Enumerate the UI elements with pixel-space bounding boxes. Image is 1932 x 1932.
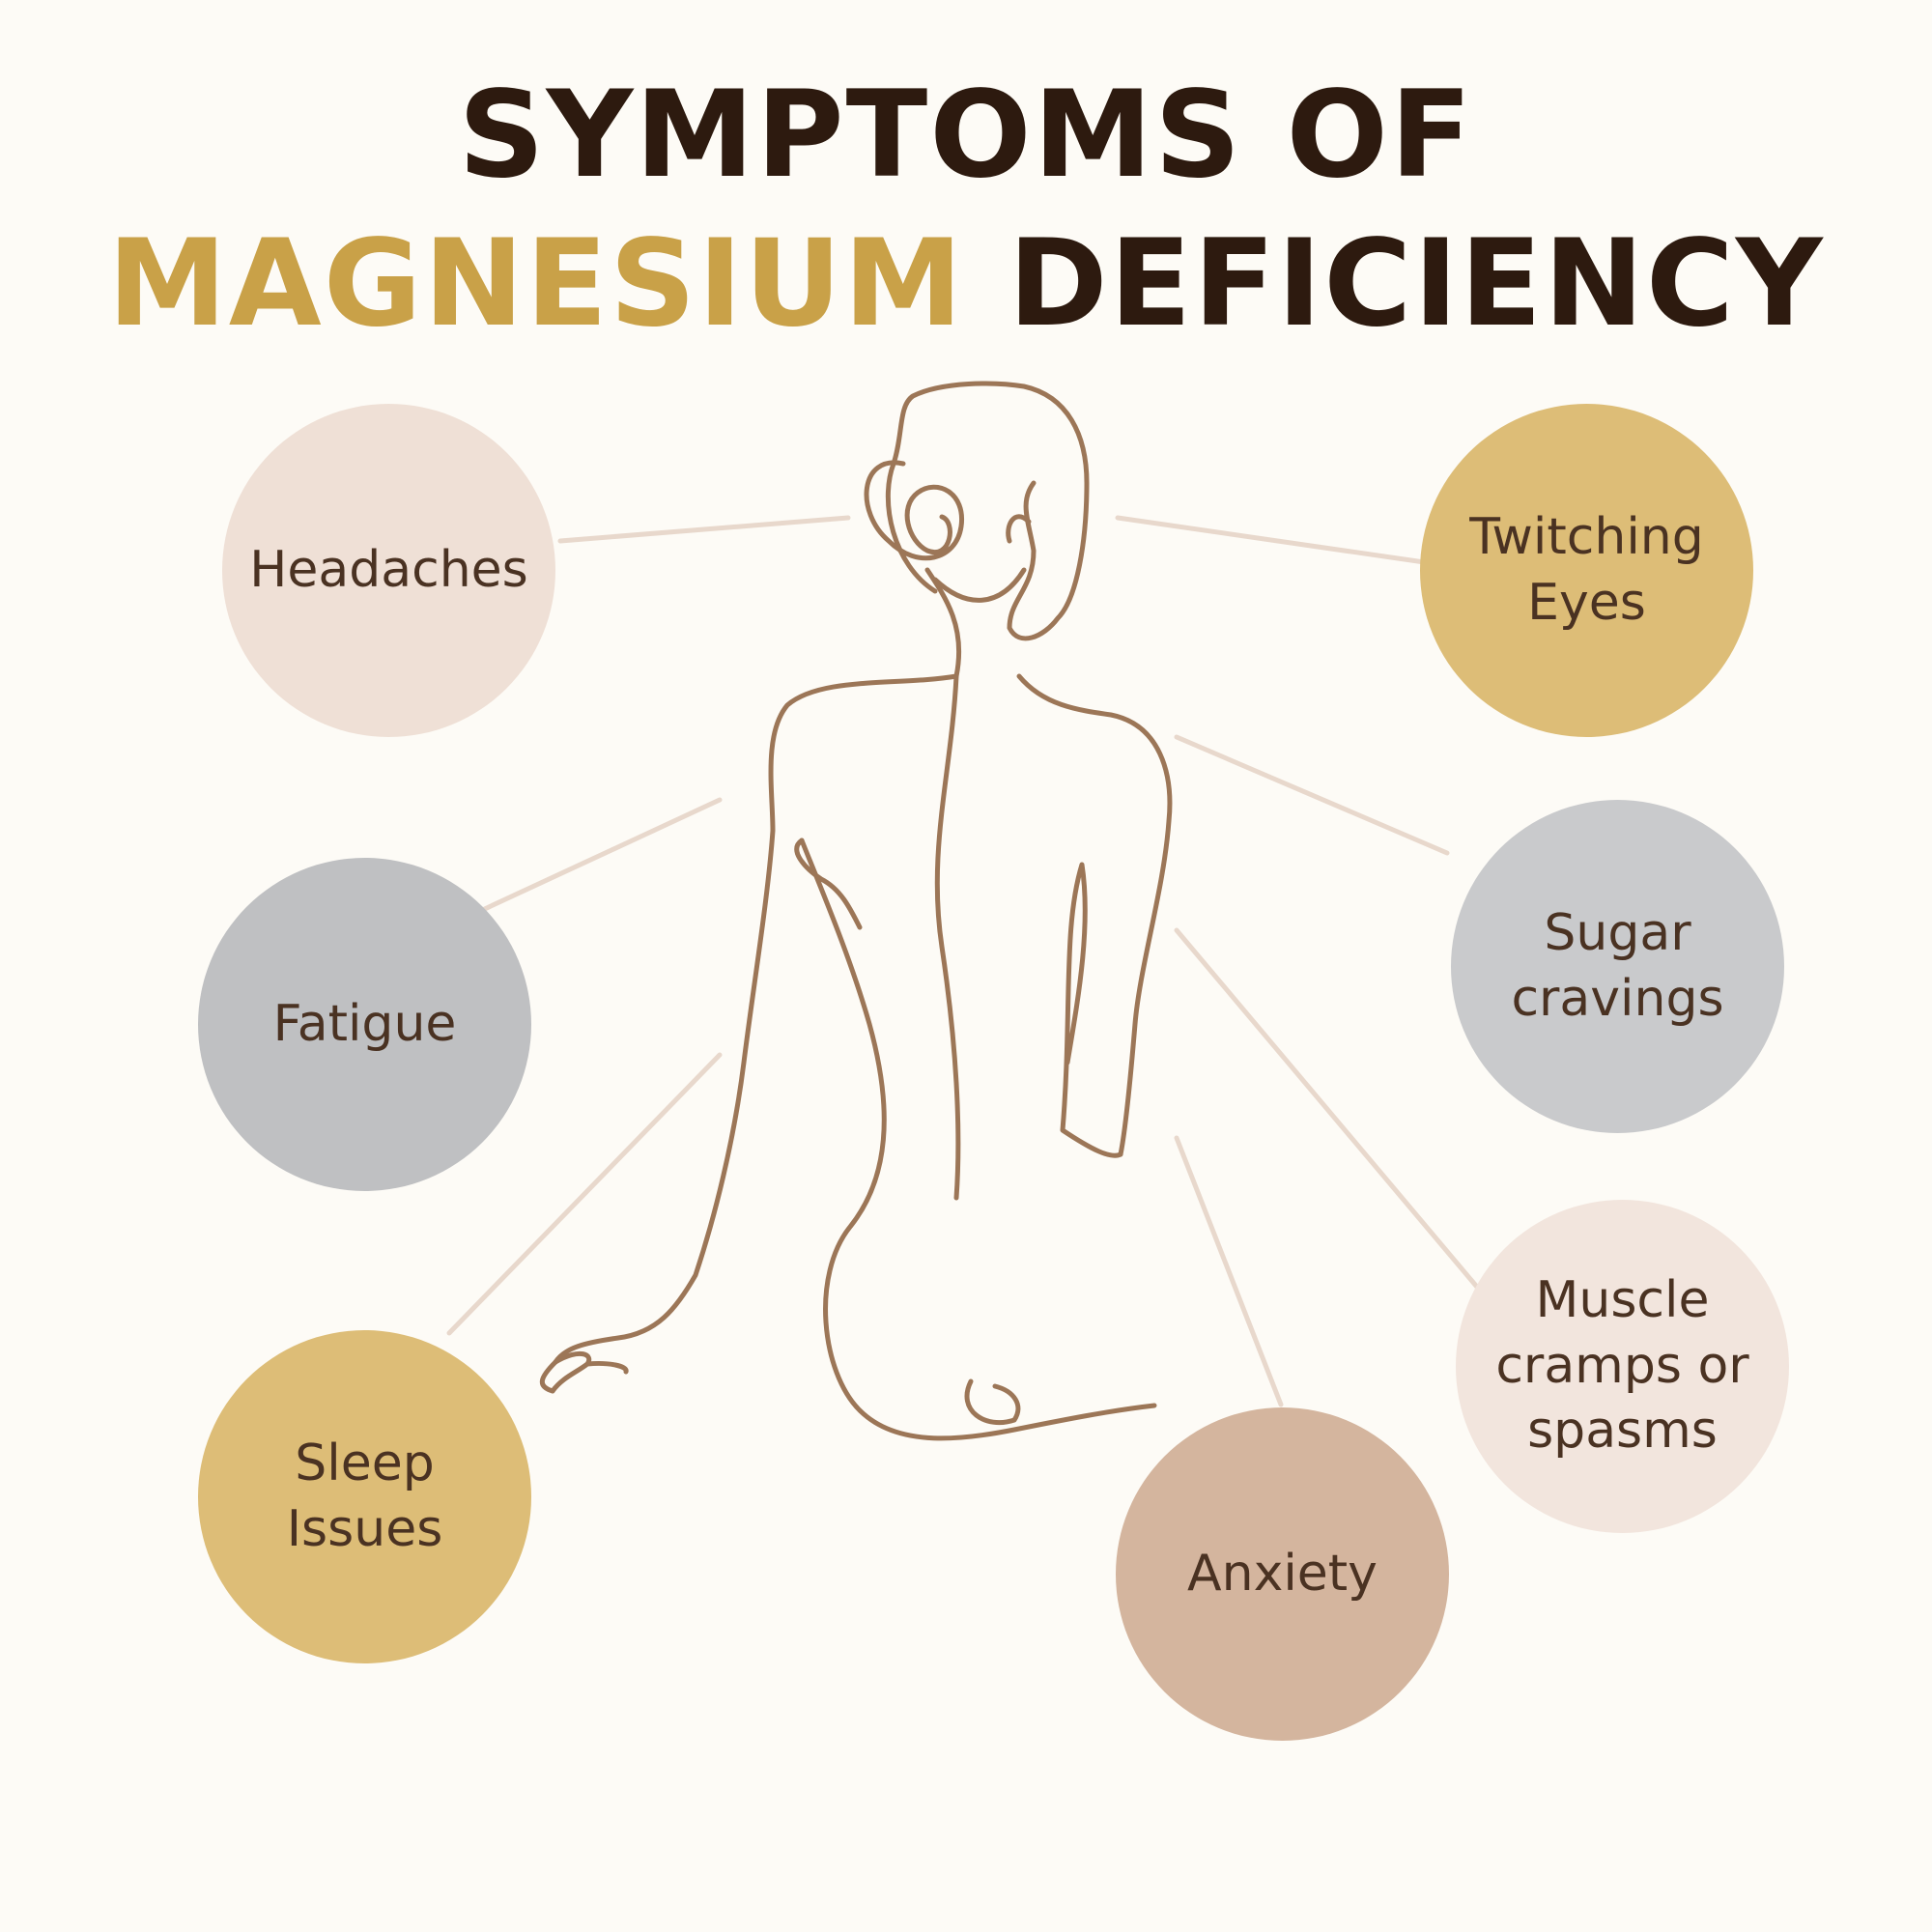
symptom-sleep-issues-line-1: Sleep <box>295 1434 435 1492</box>
spine <box>934 673 961 1201</box>
symptom-sleep-issues: Sleep Issues <box>198 1330 531 1663</box>
title-accent-word: MAGNESIUM <box>107 214 965 354</box>
symptom-muscle-cramps-line-1: Muscle <box>1535 1271 1710 1330</box>
connector-anxiety <box>1174 1135 1284 1407</box>
symptom-twitching-eyes-line-2: Eyes <box>1527 573 1646 632</box>
left-hand <box>550 1350 629 1394</box>
head-outline <box>885 381 1090 641</box>
right-shoulder <box>1016 673 1173 1157</box>
symptom-fatigue-label: Fatigue <box>272 994 457 1053</box>
symptom-sugar-cravings: Sugar cravings <box>1451 800 1784 1133</box>
symptom-muscle-cramps-line-2: cramps or <box>1495 1336 1749 1395</box>
right-arm-inner <box>1060 862 1123 1158</box>
symptom-fatigue: Fatigue <box>198 858 531 1191</box>
left-arm-inner <box>799 838 1157 1441</box>
symptom-headaches-label: Headaches <box>249 540 528 599</box>
left-shoulder-arm <box>540 673 959 1394</box>
symptom-sleep-issues-line-2: Issues <box>286 1499 443 1558</box>
symptom-sugar-cravings-line-2: cravings <box>1511 969 1724 1028</box>
jaw <box>932 567 1027 603</box>
symptom-twitching-eyes: Twitching Eyes <box>1420 404 1753 737</box>
title-line-1: SYMPTOMS OF <box>0 66 1932 205</box>
title-deficiency: DEFICIENCY <box>1008 214 1825 354</box>
symptom-sugar-cravings-line-1: Sugar <box>1544 903 1691 962</box>
connector-lines <box>446 515 1484 1407</box>
connector-headaches <box>557 515 851 544</box>
title-line-2: MAGNESIUM DEFICIENCY <box>0 214 1932 354</box>
hair-bun <box>864 460 964 561</box>
symptom-muscle-cramps: Muscle cramps or spasms <box>1456 1200 1789 1533</box>
ear <box>1006 514 1032 544</box>
connector-muscle-cramps <box>1174 927 1484 1294</box>
hip-loop <box>964 1378 1021 1426</box>
connector-twitching-eyes <box>1115 515 1454 569</box>
left-arm-loop <box>794 838 863 930</box>
woman-outline <box>540 381 1173 1441</box>
symptom-anxiety-label: Anxiety <box>1187 1544 1378 1603</box>
connector-sleep-issues <box>446 1052 723 1336</box>
symptom-headaches: Headaches <box>222 404 555 737</box>
symptom-muscle-cramps-line-3: spasms <box>1527 1402 1718 1461</box>
connector-sugar-cravings <box>1174 734 1450 856</box>
symptom-twitching-eyes-line-1: Twitching <box>1469 507 1704 566</box>
title-symptoms-of: SYMPTOMS OF <box>458 66 1474 205</box>
symptom-anxiety: Anxiety <box>1116 1407 1449 1741</box>
connector-fatigue <box>446 797 723 928</box>
